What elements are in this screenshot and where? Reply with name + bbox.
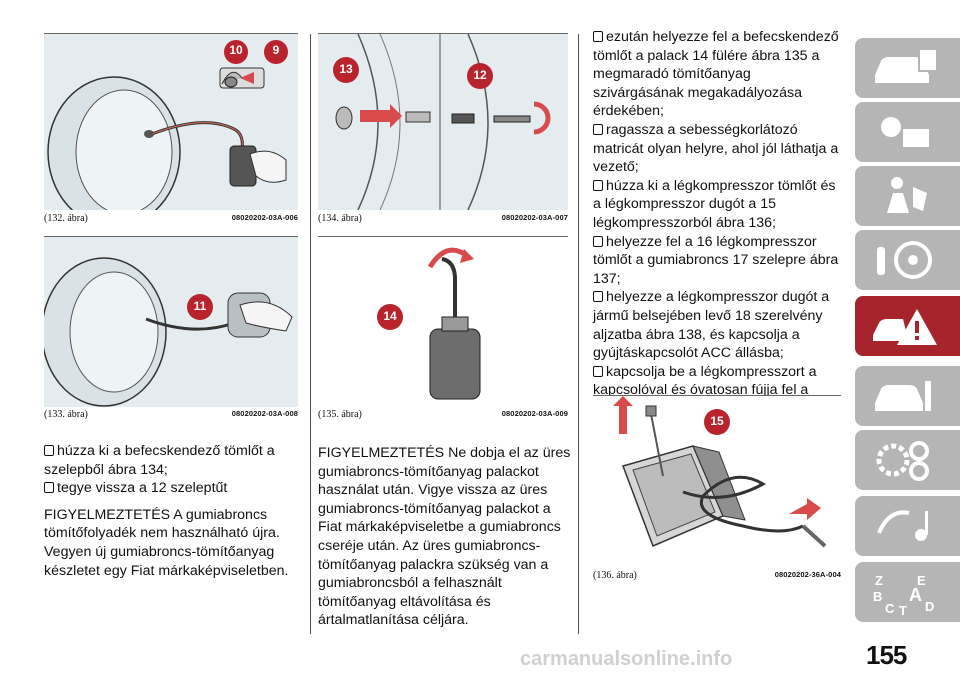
column-divider bbox=[310, 34, 311, 634]
index-icon: Z E B A C T D bbox=[873, 573, 934, 615]
bullet-icon bbox=[593, 235, 603, 247]
figure-code: 08020202-03A-006 bbox=[231, 213, 298, 222]
driving-icon bbox=[877, 241, 932, 279]
multimedia-icon bbox=[877, 510, 928, 541]
figure-135: 14 (135. ábra) 08020202-03A-009 bbox=[318, 236, 568, 426]
column-1-text: húzza ki a befecskendező tömlőt a szelep… bbox=[44, 442, 302, 580]
index-letter: C bbox=[885, 601, 895, 615]
watermark: carmanualsonline.info bbox=[520, 648, 733, 670]
figure-133-image: 11 bbox=[44, 237, 298, 407]
safety-icon bbox=[887, 177, 927, 213]
figure-label: (136. ábra) bbox=[593, 570, 637, 581]
column-1: 10 9 (132. ábra) 08020202-03A-006 11 (13… bbox=[44, 0, 298, 678]
figure-label: (132. ábra) bbox=[44, 213, 88, 224]
index-letter: B bbox=[873, 589, 882, 604]
list-item: ragassza a sebességkorlátozó matricát ol… bbox=[593, 121, 839, 176]
list-item: helyezze a légkompresszor dugót a jármű … bbox=[593, 289, 830, 362]
figure-134-caption: (134. ábra) 08020202-03A-007 bbox=[318, 213, 568, 229]
column-2: 13 12 (134. ábra) 08020202-03A-007 14 (1… bbox=[318, 0, 570, 678]
figure-132: 10 9 (132. ábra) 08020202-03A-006 bbox=[44, 33, 298, 229]
bullet-icon bbox=[593, 365, 603, 377]
index-letter: Z bbox=[875, 573, 883, 588]
list-item: húzza ki a befecskendező tömlőt a szelep… bbox=[44, 443, 275, 478]
page-number: 155 bbox=[866, 640, 907, 670]
tab-warning-lights[interactable] bbox=[855, 102, 960, 162]
list-item: tegye vissza a 12 szeleptűt bbox=[44, 479, 302, 498]
figure-135-caption: (135. ábra) 08020202-03A-009 bbox=[318, 409, 568, 425]
bullet-icon bbox=[593, 31, 603, 42]
index-letter: E bbox=[917, 573, 926, 588]
emergency-icon bbox=[873, 309, 937, 345]
callout-9: 9 bbox=[272, 43, 280, 57]
tab-emergency[interactable] bbox=[855, 296, 960, 356]
column-3: ezután helyezze fel a befecskendező töml… bbox=[593, 0, 841, 678]
tab-driving[interactable] bbox=[855, 230, 960, 290]
figure-134: 13 12 (134. ábra) 08020202-03A-007 bbox=[318, 33, 568, 229]
figure-label: (134. ábra) bbox=[318, 213, 362, 224]
figure-code: 08020202-36A-004 bbox=[774, 570, 841, 579]
index-letter: T bbox=[899, 603, 907, 615]
figure-134-image: 13 12 bbox=[318, 34, 568, 210]
figure-code: 08020202-03A-008 bbox=[231, 409, 298, 418]
tab-safety[interactable] bbox=[855, 166, 960, 226]
callout-12: 12 bbox=[473, 68, 487, 82]
callout-10: 10 bbox=[229, 43, 243, 57]
figure-136-caption: (136. ábra) 08020202-36A-004 bbox=[593, 570, 841, 586]
car-info-icon bbox=[875, 48, 938, 83]
column-3-text: ezután helyezze fel a befecskendező töml… bbox=[593, 28, 845, 418]
figure-label: (133. ábra) bbox=[44, 409, 88, 420]
index-letter: A bbox=[909, 585, 922, 605]
figure-code: 08020202-03A-009 bbox=[501, 409, 568, 418]
column-divider bbox=[578, 34, 579, 634]
index-letter: D bbox=[925, 599, 934, 614]
figure-135-image: 14 bbox=[318, 237, 568, 407]
column-2-text: FIGYELMEZTETÉS Ne dobja el az üres gumia… bbox=[318, 444, 572, 630]
callout-15: 15 bbox=[710, 414, 724, 428]
list-item: ezután helyezze fel a befecskendező töml… bbox=[593, 29, 839, 120]
bullet-icon bbox=[593, 179, 603, 191]
bullet-icon bbox=[44, 482, 54, 494]
bullet-icon bbox=[44, 445, 54, 456]
bullet-icon bbox=[593, 123, 603, 135]
figure-code: 08020202-03A-007 bbox=[501, 213, 568, 222]
technical-data-icon bbox=[876, 441, 929, 481]
figure-132-caption: (132. ábra) 08020202-03A-006 bbox=[44, 213, 298, 229]
warning-lights-icon bbox=[881, 117, 929, 147]
callout-14: 14 bbox=[383, 309, 397, 323]
callout-11: 11 bbox=[193, 299, 207, 313]
figure-label: (135. ábra) bbox=[318, 409, 362, 420]
bullet-icon bbox=[593, 291, 603, 303]
tab-index[interactable]: Z E B A C T D bbox=[855, 562, 960, 622]
figure-132-image: 10 9 bbox=[44, 34, 298, 210]
tab-multimedia[interactable] bbox=[855, 496, 960, 556]
warning-text: FIGYELMEZTETÉS A gumiabroncs tömítőfolya… bbox=[44, 506, 289, 579]
tab-car-info[interactable] bbox=[855, 38, 960, 98]
tab-technical-data[interactable] bbox=[855, 430, 960, 490]
tab-maintenance[interactable] bbox=[855, 366, 960, 426]
maintenance-icon bbox=[875, 381, 931, 411]
figure-136: 15 (136. ábra) 08020202-36A-004 bbox=[593, 395, 841, 587]
warning-text: FIGYELMEZTETÉS Ne dobja el az üres gumia… bbox=[318, 445, 571, 629]
list-item: húzza ki a légkompresszor tömlőt és a lé… bbox=[593, 177, 836, 231]
figure-133-caption: (133. ábra) 08020202-03A-008 bbox=[44, 409, 298, 425]
figure-133: 11 (133. ábra) 08020202-03A-008 bbox=[44, 236, 298, 426]
figure-136-image: 15 bbox=[593, 396, 841, 568]
callout-13: 13 bbox=[339, 62, 353, 76]
list-item: helyezze fel a 16 légkompresszor tömlőt … bbox=[593, 233, 839, 287]
